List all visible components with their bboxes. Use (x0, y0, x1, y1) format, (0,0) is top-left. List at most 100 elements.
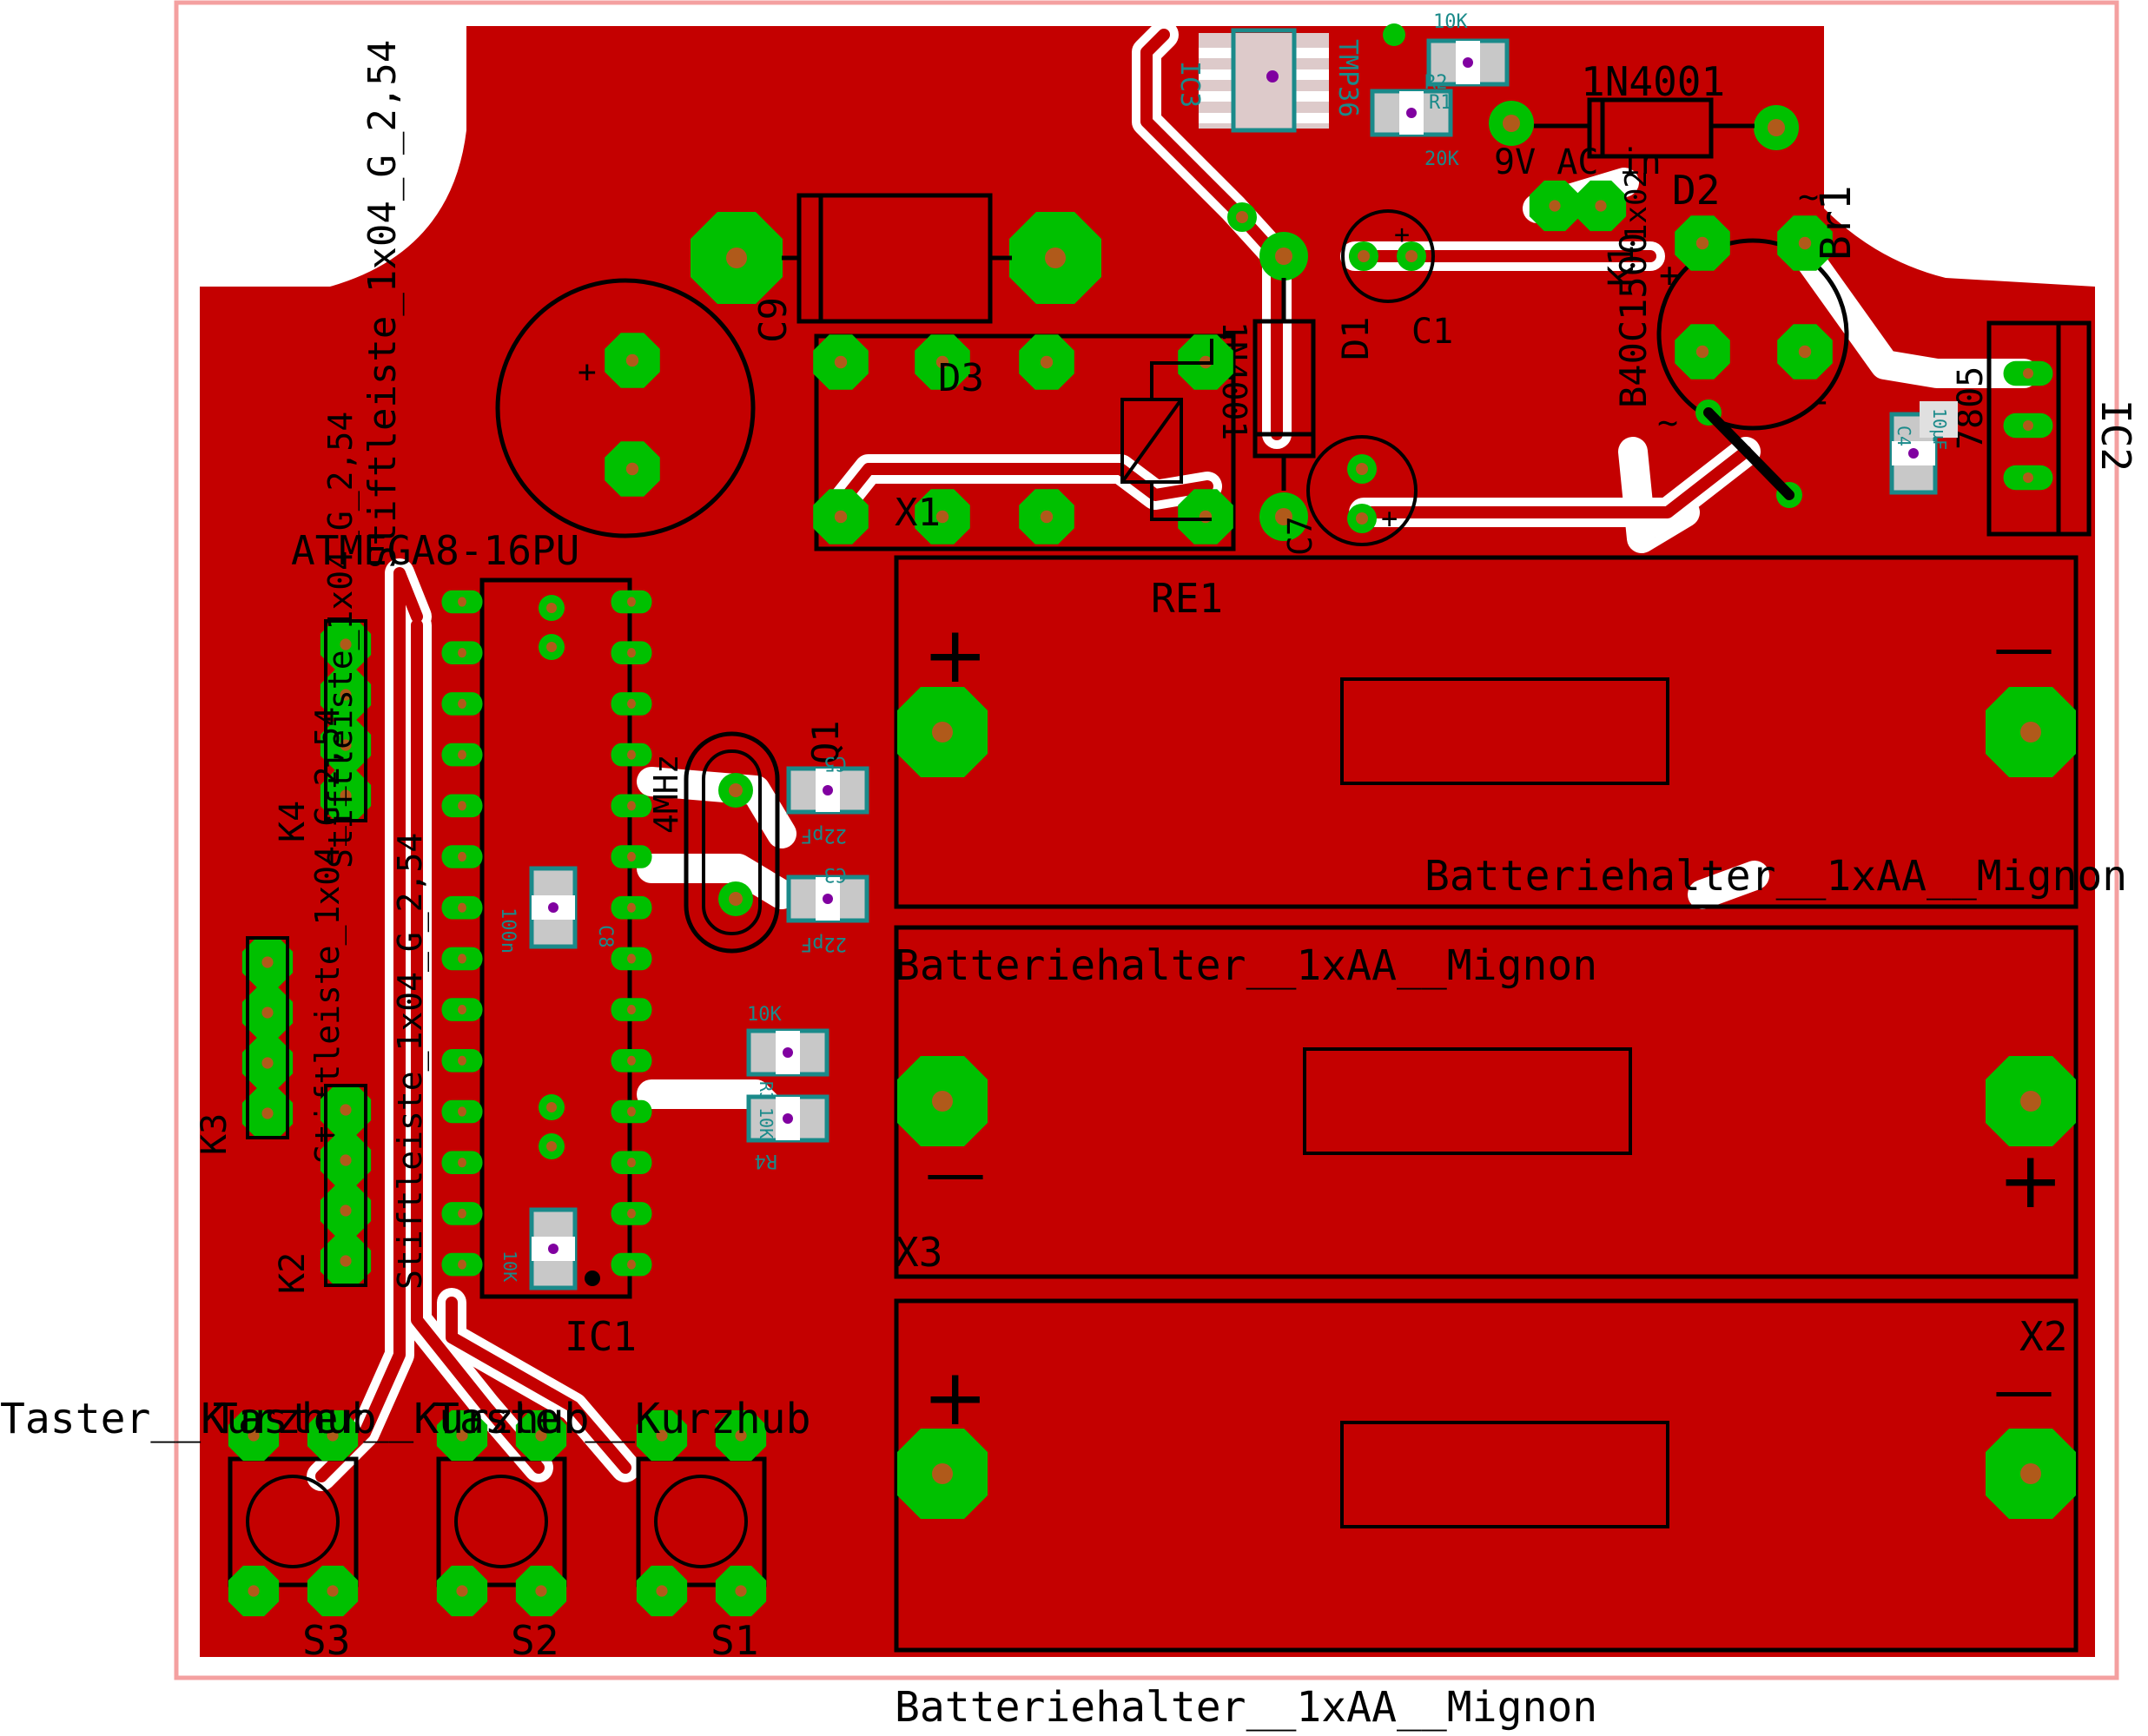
c7-label: C7 (1281, 516, 1319, 556)
batt-top-minus: — (1993, 612, 2054, 683)
c3-label: C3 (824, 863, 848, 885)
taster-label-1: Taster__Kurzhub (0, 1395, 376, 1443)
board-outline (174, 0, 2119, 1680)
taster-label-3: Taster__Kurzhub (434, 1395, 810, 1443)
br1-ac1: ~ (1798, 177, 1819, 217)
batt-mid-minus: — (925, 1138, 986, 1209)
k2-part-label: Stiftleiste_1x04_G_2,54 (391, 833, 430, 1290)
ic1-inner-vias (539, 595, 565, 1159)
r2-value: 10K (1433, 11, 1468, 33)
k4-part-label: Stiftleiste_1x04_G_2,54 (321, 412, 360, 868)
c4-value: 10µF (1929, 408, 1950, 450)
c7-plus: + (1381, 502, 1398, 535)
ic2-regulator: IC2 7805 (1951, 320, 2139, 537)
d1-label: D1 (1334, 316, 1377, 360)
ic1-pin-pad (611, 692, 652, 716)
ic1-pin-pad (611, 895, 652, 920)
c4-label: C4 (1894, 426, 1914, 446)
c3-value: 22pF (801, 933, 847, 954)
ic1-pin-pad (441, 947, 483, 971)
ic1-pin-pad (441, 998, 483, 1021)
c5-capacitor: C5 22pF (789, 752, 867, 846)
ic1-pin-pad (441, 1151, 483, 1174)
ic1-pin-pad (611, 590, 652, 614)
r5-resistor: 10K (499, 1210, 575, 1288)
ic1-pin-pad (441, 590, 483, 614)
ic3-label: IC3 (1174, 61, 1205, 108)
br1-ac2: ~ (1657, 403, 1678, 443)
ic1-pin-pad (441, 1252, 483, 1277)
r1-value: 20K (1424, 149, 1459, 170)
c4-capacitor: C4 10µF (1892, 401, 1958, 492)
s3-label: S3 (302, 1617, 350, 1664)
ic1-pin-pad (441, 794, 483, 818)
k2-header: K2 Stiftleiste_1x04_G_2,54 (273, 833, 430, 1294)
r3-value: 10K (747, 1004, 782, 1026)
power-in-label: 9V AC in (1494, 142, 1662, 182)
ic1-pin-pad (441, 1099, 483, 1124)
c1-plus: + (1394, 220, 1410, 250)
batt-bottom-label: Batteriehalter__1xAA__Mignon (895, 1683, 1597, 1732)
c9-label: C9 (751, 297, 796, 343)
c5-value: 22pF (801, 824, 847, 846)
br1-plus: + (1659, 255, 1680, 295)
batt-mid-label: Batteriehalter__1xAA__Mignon (895, 941, 1597, 990)
q1-value: 4MHz (647, 754, 685, 834)
switch-s3: S3 (228, 1409, 359, 1664)
q1-label: Q1 (804, 720, 847, 764)
br1-part-label: B40C1500 (1612, 233, 1655, 408)
d2-label: D2 (1672, 167, 1720, 214)
d2-part-label: 1N4001 (1581, 58, 1725, 105)
ic1-atmega8: ATMEGA8-16PU IC1 (291, 527, 652, 1360)
c8-label: C8 (594, 925, 616, 948)
k1-part-label: 1x02 (1619, 170, 1654, 241)
ic1-pin-pad (611, 998, 652, 1021)
switch-s2: S2 (436, 1409, 567, 1664)
c1-capacitor: + C1 (1341, 209, 1453, 352)
ic1-pin-pad (611, 743, 652, 767)
ic1-pin-pad (441, 1049, 483, 1073)
c1-label: C1 (1411, 312, 1453, 352)
atmega-label: ATMEGA8-16PU (291, 527, 579, 574)
re1-relay: D3 X1 RE1 (813, 333, 1236, 622)
ic1-pin-pad (441, 641, 483, 664)
ic1-pin-pad (611, 794, 652, 818)
batt-bottom-plus: + (922, 1352, 988, 1443)
ic2-label: IC2 (2092, 399, 2139, 472)
k1-label: K1 (1602, 245, 1642, 287)
br1-bridge-rectifier: Br1 B40C1500 + - ~ ~ (1612, 177, 1860, 443)
k3-header: K3 Stiftleiste_1x04_G_2,54 (195, 707, 347, 1164)
battery-holder-top: + — Batteriehalter__1xAA__Mignon (894, 555, 2127, 909)
ic1-pin-pad (441, 895, 483, 920)
r5-value: 10K (499, 1251, 520, 1282)
r4-resistor: R4 10K (749, 1097, 827, 1172)
r1-resistor: R1 20K (1372, 91, 1459, 170)
r4-value: 10K (756, 1107, 777, 1139)
k2-label: K2 (273, 1252, 313, 1294)
re1-label: RE1 (1151, 575, 1223, 622)
x3-label: X3 (895, 1229, 942, 1276)
batt-bottom-minus: — (1993, 1355, 2054, 1426)
ic1-pin-pad (441, 692, 483, 716)
br1-minus: - (1811, 381, 1832, 421)
q1-crystal: Q1 4MHz (647, 720, 847, 954)
ic1-pin-pad (611, 1202, 652, 1225)
c5-label: C5 (824, 752, 848, 774)
s1-label: S1 (710, 1617, 758, 1664)
ic3-tmp36: IC3 TMP36 (1174, 28, 1363, 133)
c1-via (1227, 202, 1257, 232)
r4-label: R4 (755, 1150, 778, 1172)
battery-holder-bottom: + — X2 (894, 1298, 2079, 1653)
ic1-pin-pad (441, 743, 483, 767)
bridge-jumper-wire (1695, 399, 1802, 508)
main-electrolytic-capacitor: + (495, 278, 756, 538)
c8-value: 100n (497, 908, 519, 954)
ic1-pin-pad (441, 1202, 483, 1225)
k4-label: K4 (273, 801, 313, 842)
ic1-pin-pad (611, 1252, 652, 1277)
c3-capacitor: C3 22pF (789, 863, 867, 954)
k4-top-part-label: Stiftleiste_1x04_G_2,54 (360, 40, 405, 569)
c8-capacitor: C8 100n (497, 868, 616, 954)
k4-header: K4 Stiftleiste_1x04_G_2,54 Stiftleiste_1… (273, 40, 405, 868)
